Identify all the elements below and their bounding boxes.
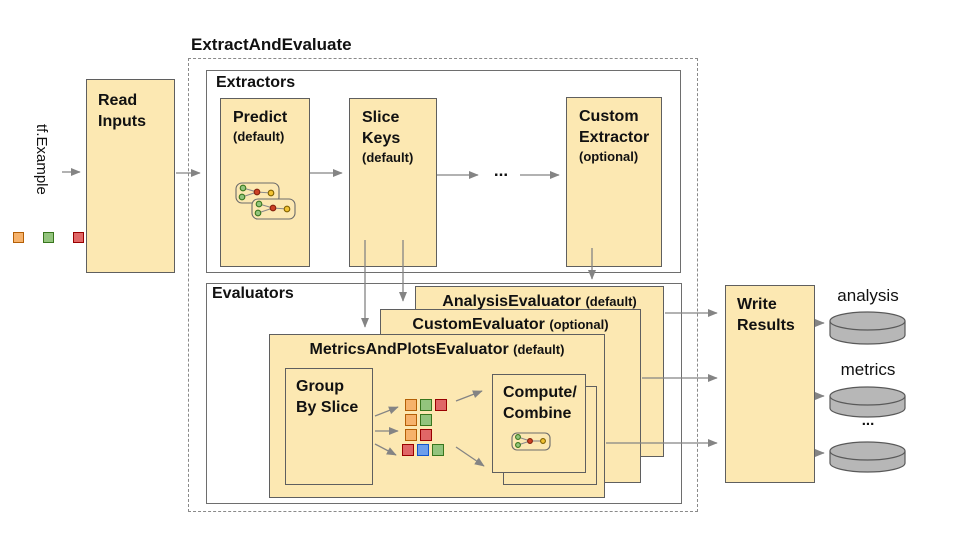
compute-combine-line1: Compute/ — [503, 384, 577, 401]
group-by-slice-line1: Group — [296, 378, 344, 395]
analysis-database-cylinder-icon — [829, 311, 906, 345]
metrics-plots-evaluator-qualifier: (default) — [513, 342, 565, 357]
predict-title: Predict — [233, 109, 288, 126]
read-inputs-box: Read Inputs — [86, 79, 175, 273]
slice-keys-title1: Slice — [362, 109, 400, 126]
green-square — [420, 414, 432, 426]
group-by-slice-box: Group By Slice — [285, 368, 373, 485]
slice-keys-title2: Keys — [362, 130, 401, 147]
extractors-label: Extractors — [216, 74, 296, 91]
custom-extractor-qualifier: (optional) — [579, 149, 639, 164]
square-row — [405, 399, 450, 411]
compute-combine-line2: Combine — [503, 405, 572, 422]
slice-groups-grid — [402, 399, 450, 459]
custom-extractor-box: Custom Extractor (optional) — [566, 97, 662, 267]
red-square — [73, 232, 84, 243]
orange-square — [405, 399, 417, 411]
write-results-line2: Results — [737, 317, 795, 334]
red-square — [402, 444, 414, 456]
red-square — [420, 429, 432, 441]
green-square — [43, 232, 54, 243]
green-square — [432, 444, 444, 456]
custom-evaluator-qualifier: (optional) — [549, 317, 609, 332]
write-results-box: Write Results — [725, 285, 815, 483]
other-database-cylinder-icon — [829, 441, 906, 473]
custom-evaluator-title: CustomEvaluator — [412, 316, 545, 333]
extractors-ellipsis: ... — [493, 161, 509, 180]
slice-keys-qualifier: (default) — [362, 150, 414, 165]
read-inputs-line1: Read — [98, 92, 138, 109]
square-row — [405, 414, 450, 426]
orange-square — [405, 414, 417, 426]
pipeline-title: ExtractAndEvaluate — [191, 35, 352, 54]
custom-extractor-title2: Extractor — [579, 129, 650, 146]
output-label-ellipsis: ... — [861, 412, 875, 429]
write-results-line1: Write — [737, 296, 777, 313]
compute-combine-box: Compute/ Combine — [492, 374, 586, 473]
analysis-evaluator-qualifier: (default) — [585, 294, 637, 309]
green-square — [420, 399, 432, 411]
read-inputs-line2: Inputs — [98, 113, 146, 130]
orange-square — [405, 429, 417, 441]
group-by-slice-line2: By Slice — [296, 399, 359, 416]
extractors-box — [206, 70, 681, 273]
blue-square — [417, 444, 429, 456]
output-label-analysis: analysis — [837, 286, 899, 305]
square-row — [405, 429, 450, 441]
evaluators-label: Evaluators — [212, 285, 294, 302]
slice-keys-extractor-box: Slice Keys (default) — [349, 98, 437, 267]
predict-qualifier: (default) — [233, 129, 285, 144]
custom-extractor-title1: Custom — [579, 108, 639, 125]
pipeline-dashed-box — [188, 58, 698, 512]
metrics-plots-evaluator-title: MetricsAndPlotsEvaluator — [309, 341, 509, 358]
evaluators-box — [206, 283, 682, 504]
square-row — [402, 444, 450, 456]
input-label: tf.Example — [33, 124, 50, 195]
orange-square — [13, 232, 24, 243]
output-label-metrics: metrics — [840, 360, 896, 379]
predict-extractor-box: Predict (default) — [220, 98, 310, 267]
analysis-evaluator-title: AnalysisEvaluator — [442, 293, 581, 310]
red-square — [435, 399, 447, 411]
